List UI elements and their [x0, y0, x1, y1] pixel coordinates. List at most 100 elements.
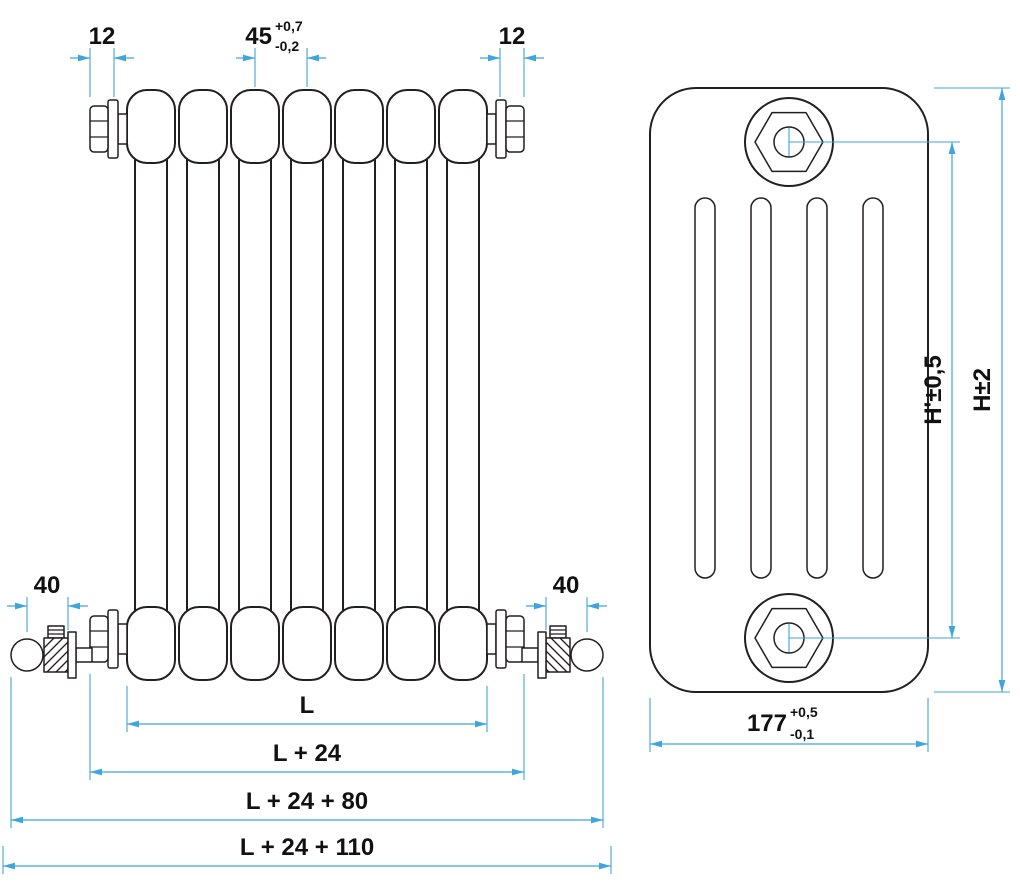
plug-facet-lines [90, 120, 108, 138]
front-view [10, 89, 604, 681]
valve-stem-ridges [550, 629, 566, 635]
arrowheads [488, 54, 536, 62]
top-left-plug [89, 99, 128, 159]
header-collar [230, 89, 280, 164]
header-collar [282, 606, 332, 681]
plug-facet-lines [506, 120, 524, 138]
extension-lines [89, 674, 525, 780]
dim-length-L24-80: L + 24 + 80 [10, 677, 604, 828]
dim-height-centers: H'±0,5 [788, 128, 960, 652]
top-right-plug [486, 99, 525, 159]
dim-label: 45 [245, 23, 272, 50]
plug-neck [486, 113, 497, 145]
left-valve-assembly [10, 625, 93, 679]
radiator-tube [186, 95, 220, 677]
plug-flange [495, 99, 507, 159]
header-collar [438, 89, 488, 164]
extension-lines [2, 846, 612, 874]
tolerance-minus: -0,1 [790, 726, 814, 742]
tolerance-minus: -0,2 [275, 38, 299, 54]
radiator-tube [446, 95, 480, 677]
dim-label: 12 [499, 23, 526, 50]
dim-length-L24-110: L + 24 + 110 [2, 834, 612, 874]
valve-stem-cap [47, 625, 65, 639]
dim-label: L + 24 + 80 [246, 788, 368, 815]
dim-label: L [300, 692, 315, 719]
header-collar [126, 606, 176, 681]
header-collar [178, 89, 228, 164]
dim-12-left: 12 [70, 23, 134, 97]
groove-slot [694, 197, 716, 579]
valve-hatching [545, 637, 571, 673]
dim-label: H'±0,5 [920, 355, 947, 425]
arrowheads [243, 54, 319, 62]
plug-hex-head [89, 105, 109, 153]
dim-length-L: L [126, 686, 488, 732]
arrowheads [534, 602, 599, 610]
radiator-tube [342, 95, 376, 677]
extension-lines [499, 48, 525, 97]
dim-label: L + 24 + 110 [240, 834, 374, 861]
tolerance-plus: +0,5 [790, 704, 818, 720]
center-lines [788, 128, 960, 652]
extension-lines [545, 597, 588, 632]
valve-ball-knob [10, 638, 44, 672]
radiator-tube [290, 95, 324, 677]
plug-hex-head [89, 615, 109, 663]
header-collar [334, 89, 384, 164]
dim-label: H±2 [969, 368, 996, 412]
arrowheads [15, 602, 80, 610]
tolerance-plus: +0,7 [275, 18, 303, 34]
valve-flange [537, 631, 547, 679]
header-collar [282, 89, 332, 164]
extension-lines [89, 48, 115, 97]
valve-tailpiece [75, 647, 93, 663]
plug-hex-head [505, 105, 525, 153]
groove-slot [750, 197, 772, 579]
radiator-tube [238, 95, 272, 677]
extension-lines [254, 48, 308, 87]
header-collar [334, 606, 384, 681]
plug-hex-head [505, 615, 525, 663]
dim-height-overall: H±2 [934, 87, 1010, 693]
arrowheads [78, 54, 126, 62]
valve-stem-cap [549, 625, 567, 639]
plug-facet-lines [90, 630, 108, 648]
side-grooves [694, 197, 884, 579]
plug-neck [117, 113, 128, 145]
dim-label: L + 24 [273, 740, 342, 767]
plug-flange [107, 609, 119, 669]
side-view [649, 87, 929, 693]
valve-hatching [43, 637, 69, 673]
dim-label: 40 [34, 572, 61, 599]
bottom-left-plug [89, 609, 128, 669]
header-collar [386, 606, 436, 681]
plug-neck [117, 623, 128, 655]
bottom-header-collars [126, 606, 488, 681]
dim-length-L24: L + 24 [89, 674, 525, 780]
dim-pitch-45: 45 +0,7 -0,2 [236, 18, 326, 87]
extension-lines [26, 597, 69, 632]
side-body-outline [649, 87, 929, 693]
plug-flange [107, 99, 119, 159]
plug-neck [486, 623, 497, 655]
dim-12-right: 12 [480, 23, 544, 97]
valve-stem-ridges [48, 629, 64, 635]
groove-slot [806, 197, 828, 579]
radiator-tubes [134, 95, 480, 677]
top-header-collars [126, 89, 488, 164]
dim-label: 12 [89, 23, 116, 50]
right-valve-assembly [521, 625, 604, 679]
valve-tailpiece [521, 647, 539, 663]
dim-depth-177: 177 +0,5 -0,1 [649, 698, 929, 752]
plug-flange [495, 609, 507, 669]
bottom-right-plug [486, 609, 525, 669]
extension-lines [649, 698, 929, 752]
dim-40-left: 40 [7, 572, 88, 632]
header-collar [438, 606, 488, 681]
header-collar [126, 89, 176, 164]
extension-lines [934, 87, 1010, 693]
dim-label: 177 [747, 710, 787, 737]
